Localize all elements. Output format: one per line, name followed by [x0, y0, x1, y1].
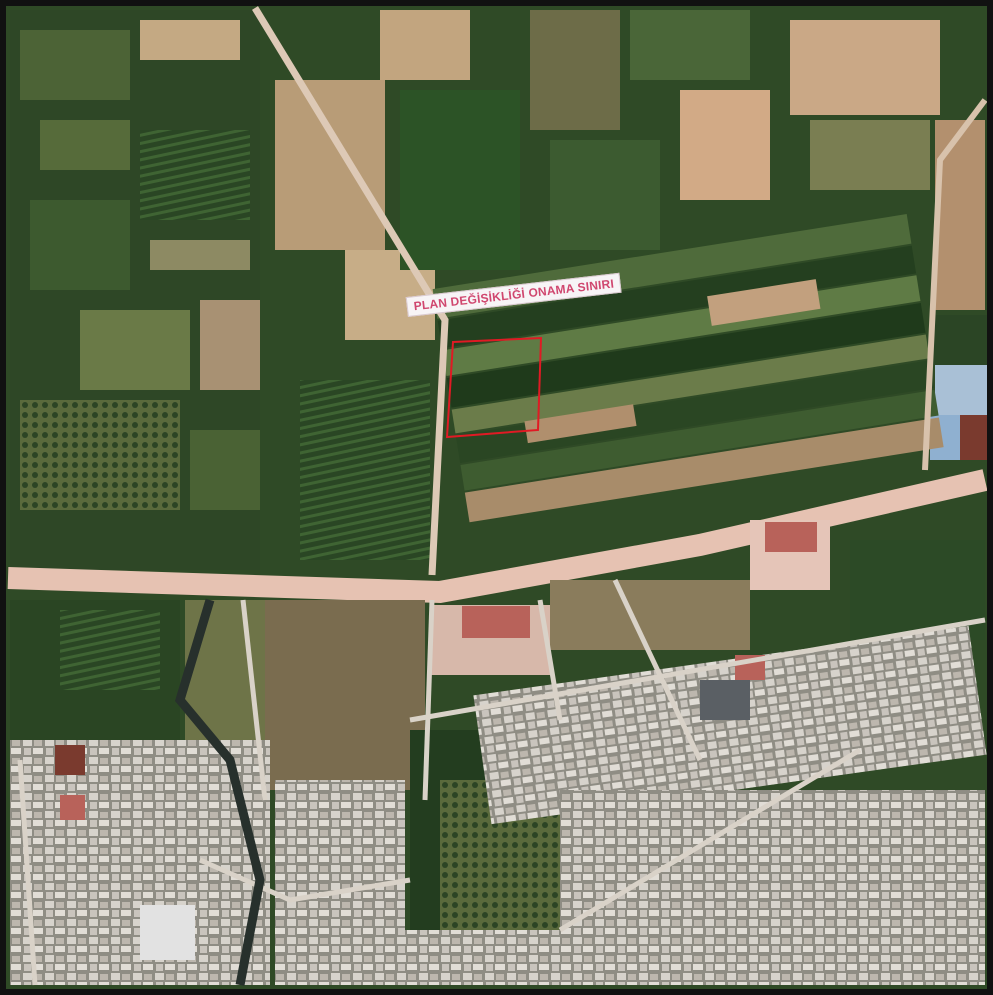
canal: [174, 598, 265, 986]
rural-road-east: [922, 98, 988, 471]
farmland-north: [10, 10, 990, 570]
rural-road-north: [252, 6, 449, 576]
streets: [17, 578, 986, 986]
strip-fields: [432, 214, 944, 523]
main-road: [7, 469, 988, 604]
plan-boundary: [445, 336, 543, 439]
